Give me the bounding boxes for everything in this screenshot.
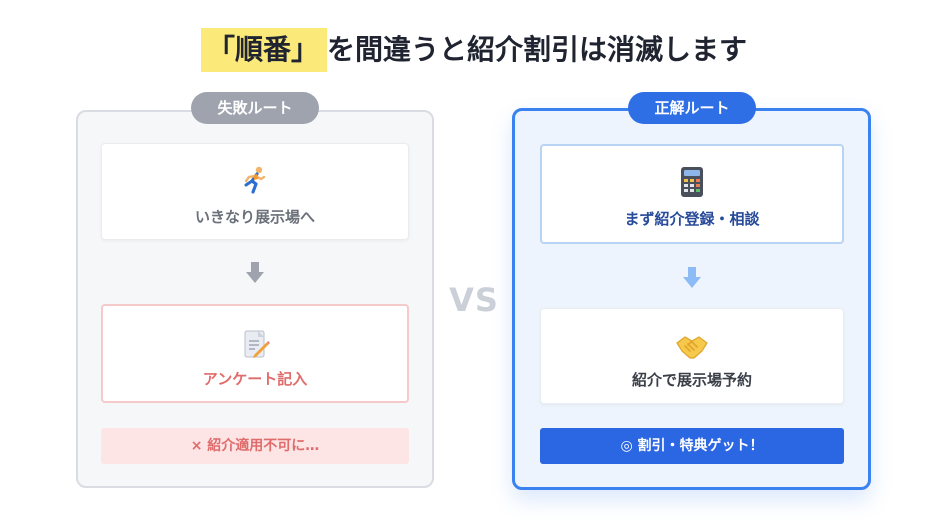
fail-step-2-card: アンケート記入 bbox=[101, 304, 409, 403]
fail-step-1-card: いきなり展示場へ bbox=[101, 143, 409, 240]
calculator-icon bbox=[542, 166, 842, 198]
correct-route-badge: 正解ルート bbox=[628, 92, 756, 124]
fail-step-1-label: いきなり展示場へ bbox=[194, 208, 315, 226]
correct-result-banner: ◎ 割引・特典ゲット！ bbox=[540, 428, 844, 464]
handshake-icon bbox=[541, 331, 843, 363]
down-arrow-icon bbox=[682, 266, 702, 294]
title-highlight: 「順番」 bbox=[200, 28, 327, 72]
down-arrow-icon bbox=[245, 261, 265, 289]
running-person-icon bbox=[102, 164, 408, 196]
fail-result-banner: × 紹介適用不可に… bbox=[101, 428, 409, 464]
page-title: 「順番」を間違うと紹介割引は消滅します bbox=[0, 28, 948, 72]
memo-pencil-icon bbox=[103, 328, 407, 360]
correct-step-1-card: まず紹介登録・相談 bbox=[540, 144, 844, 244]
correct-step-2-label: 紹介で展示場予約 bbox=[631, 371, 752, 389]
vs-label: VS bbox=[449, 281, 499, 319]
correct-step-1-label: まず紹介登録・相談 bbox=[624, 210, 760, 228]
title-rest: を間違うと紹介割引は消滅します bbox=[327, 33, 748, 66]
fail-route-badge: 失敗ルート bbox=[191, 92, 319, 124]
correct-step-2-card: 紹介で展示場予約 bbox=[540, 308, 844, 404]
fail-step-2-label: アンケート記入 bbox=[202, 370, 308, 388]
